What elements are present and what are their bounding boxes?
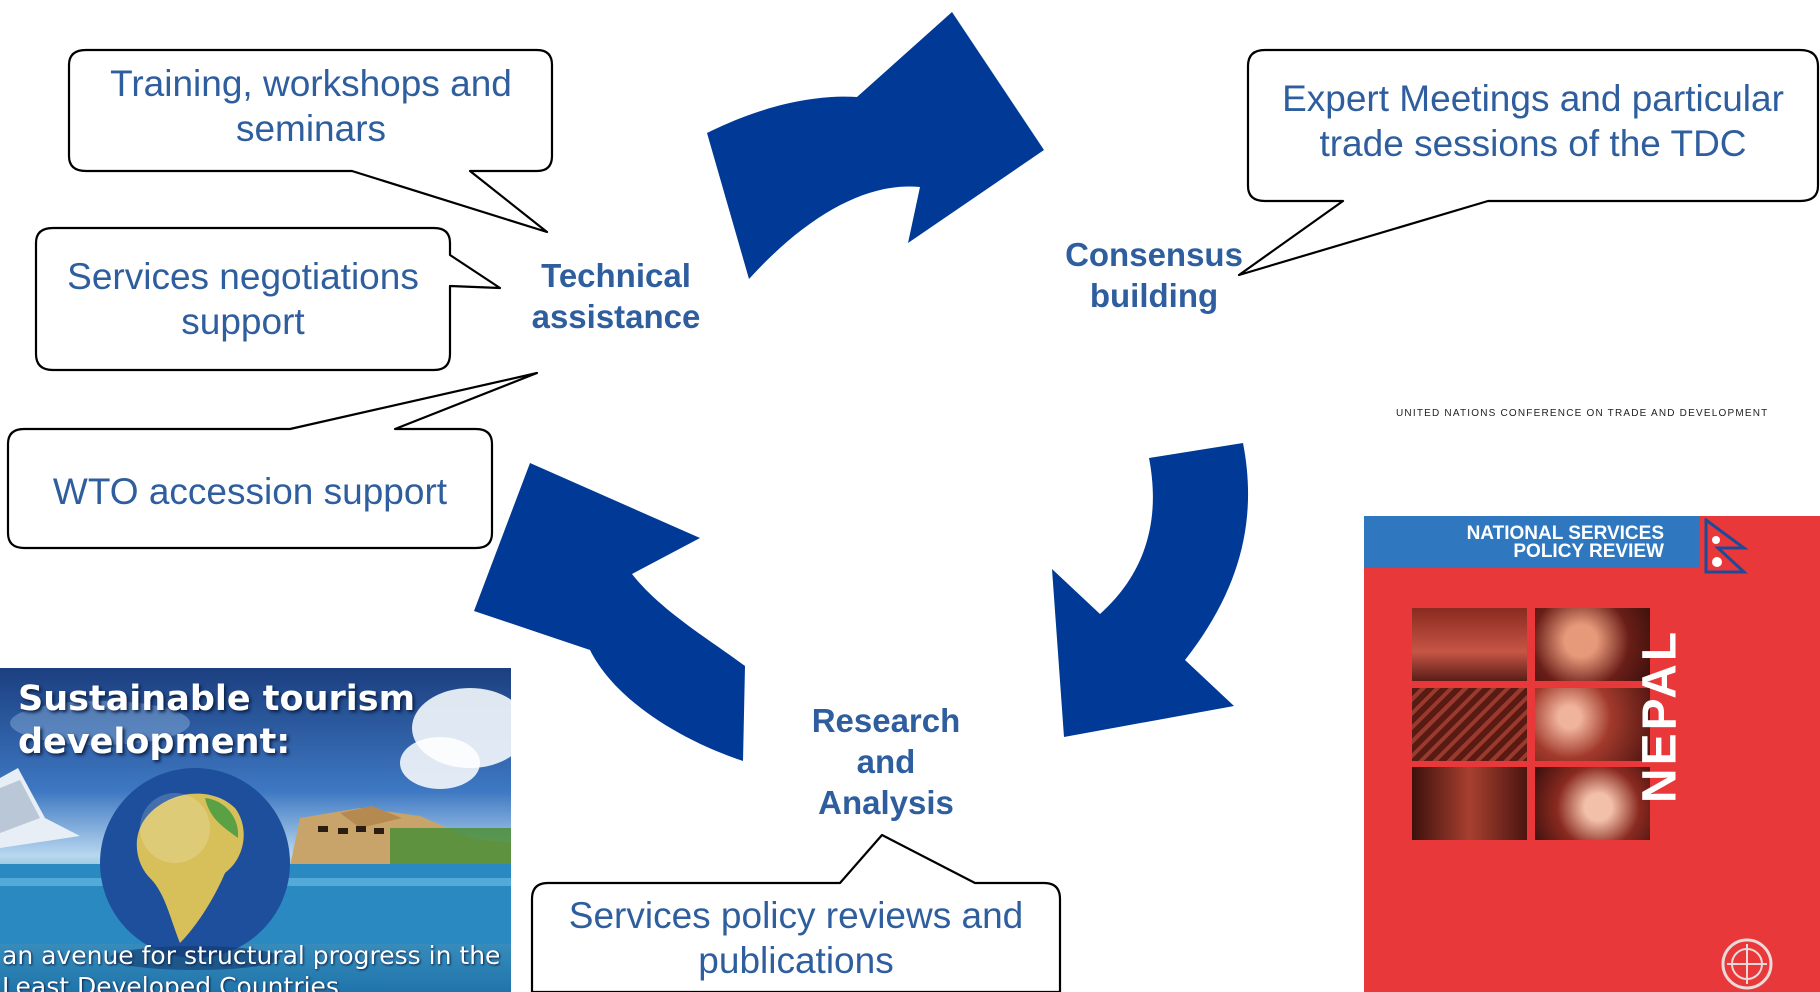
callout-policy-reviews-text: Services policy reviews and publications: [568, 895, 1024, 981]
keyboard-photo: [1412, 688, 1527, 761]
unctad-caption: UNITED NATIONS CONFERENCE ON TRADE AND D…: [1396, 408, 1769, 419]
tourism-publication-cover: Sustainable tourism development: an aven…: [0, 668, 511, 992]
cover-series-title: NATIONAL SERVICES POLICY REVIEW: [1466, 523, 1664, 562]
callout-services-negotiations: [34, 226, 502, 372]
node-consensus-building: Consensus building: [1065, 236, 1243, 314]
arrow-to-technical: [474, 463, 745, 761]
callout-training: [67, 48, 554, 234]
callout-wto-accession: [6, 371, 539, 550]
cover-photo-grid: [1412, 608, 1650, 840]
nepal-flag-icon: [1704, 518, 1749, 574]
monk-photo: [1535, 608, 1650, 681]
tourism-cover-title: Sustainable tourism development:: [18, 679, 416, 762]
tourism-cover-subtitle: an avenue for structural progress in the…: [2, 941, 501, 992]
node-technical-assistance: Technical assistance: [531, 257, 701, 335]
callout-services-negotiations-text: Services negotiations support: [67, 256, 419, 342]
mountain-photo: [1412, 608, 1527, 681]
tourism-scene-image: [0, 688, 511, 970]
callout-expert-meetings-text: Expert Meetings and particular trade ses…: [1282, 78, 1784, 164]
callout-expert-meetings: [1237, 48, 1820, 277]
cover-country-name: NEPAL: [1633, 628, 1687, 804]
callout-training-text: Training, workshops and seminars: [110, 63, 512, 149]
nepal-publication-cover: NATIONAL SERVICES POLICY REVIEW NEPAL: [1364, 516, 1820, 992]
un-emblem-icon: [1721, 938, 1773, 990]
arrow-to-research: [1052, 443, 1249, 737]
globe-photo: [1535, 688, 1650, 761]
cover-band: [1364, 516, 1700, 568]
node-research-analysis: Research and Analysis: [811, 702, 961, 821]
callout-wto-accession-text: WTO accession support: [52, 471, 448, 512]
arrow-to-consensus: [707, 12, 1044, 279]
callout-policy-reviews: [530, 833, 1062, 992]
sadhu-photo: [1535, 767, 1650, 840]
street-photo: [1412, 767, 1527, 840]
